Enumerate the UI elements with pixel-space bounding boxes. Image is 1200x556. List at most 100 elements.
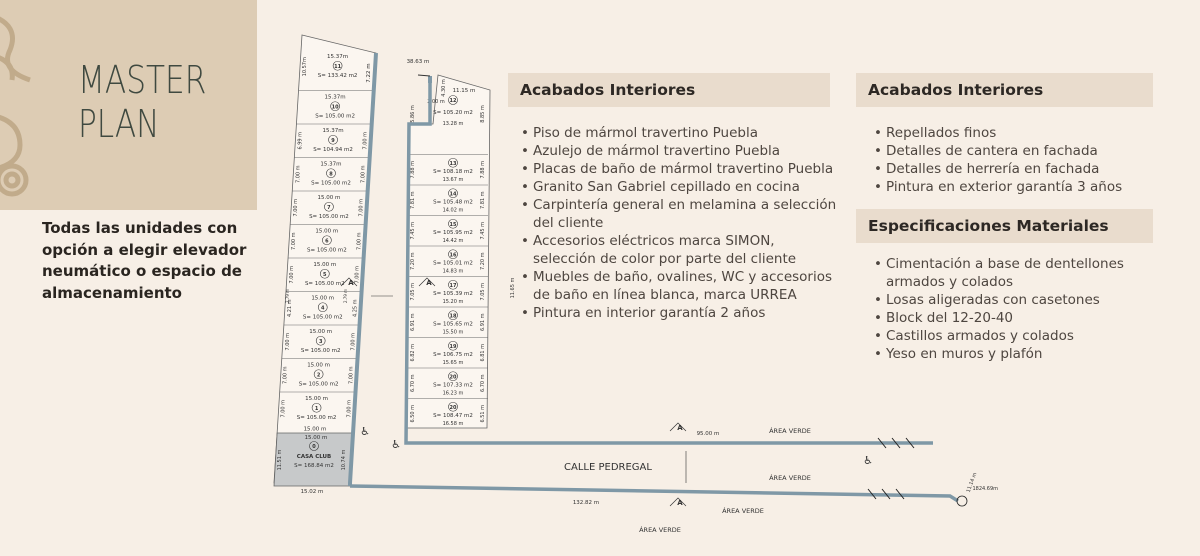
lot-bottom-dim: 15.20 m <box>443 299 464 305</box>
lot-area: S= 105.00 m2 <box>297 415 337 421</box>
lot-area: S= 105.00 m2 <box>303 314 343 320</box>
lot-number: 3 <box>319 339 323 345</box>
lot-side-left: 7.00 m <box>283 366 289 384</box>
section-marker-label: A <box>426 279 432 287</box>
lot-number: 20 <box>450 405 457 411</box>
road-hatch <box>891 437 901 449</box>
lot-side-left: 6.91 m <box>410 313 416 331</box>
lot-side-right: 7.00 m <box>361 165 367 183</box>
lot-area: S= 105.48 m2 <box>433 199 473 205</box>
lot-side-left: 7.81 m <box>410 191 416 209</box>
lot-side-left: 7.00 m <box>289 266 295 284</box>
lot-number: 9 <box>331 138 335 144</box>
casa-club-area: S= 168.84 m2 <box>294 463 334 469</box>
lot-area: S= 105.00 m2 <box>305 281 345 287</box>
lot-side-left: 6.99 m <box>297 132 303 150</box>
lot-side-right: 6.51 m <box>480 405 486 423</box>
road-bottom-length: 132.82 m <box>573 500 599 506</box>
lot-number: 6 <box>325 238 329 244</box>
lot-area: S= 105.01 m2 <box>433 260 473 266</box>
lot-bottom-dim: 14.42 m <box>443 238 464 244</box>
materiales-item: Cimentación a base de dentellones armado… <box>874 255 1144 291</box>
materiales-heading: Especificaciones Materiales <box>856 209 1153 243</box>
interiores-item: Accesorios eléctricos marca SIMON, selec… <box>521 232 839 268</box>
lot-area: S= 133.42 m2 <box>318 73 358 79</box>
lot-top-dim: 15.00 m <box>307 362 330 368</box>
casa-club-top-dim: 15.00 m <box>305 435 328 441</box>
lot-bottom-dim: 15.00 m <box>304 427 327 433</box>
lot-number: 11 <box>334 64 341 70</box>
lot-side-right: 7.81 m <box>480 191 486 209</box>
right-block-outline <box>405 74 491 429</box>
area-verde-label: ÁREA VERDE <box>639 525 681 534</box>
lot-side-left: 7.00 m <box>281 400 287 418</box>
lot-number-circle <box>448 95 458 105</box>
lot-number-circle <box>448 249 458 260</box>
lot-side-right: 7.00 m <box>363 132 369 150</box>
lot-area: S= 107.33 m2 <box>433 382 473 388</box>
lot-side-right: 7.00 m <box>357 232 363 250</box>
interiores-item: Granito San Gabriel cepillado en cocina <box>521 178 839 196</box>
lot-number-circle <box>448 310 458 321</box>
section-marker-label: A <box>677 424 683 432</box>
page-title-line1: MASTER <box>78 58 207 102</box>
lot-area: S= 105.00 m2 <box>315 113 355 119</box>
exteriores-heading: Acabados Interiores <box>856 73 1153 107</box>
road-left <box>348 52 378 486</box>
lot-number: 4 <box>321 305 325 311</box>
lot-side-left: 6.82 m <box>410 344 416 362</box>
lot-number-circle <box>311 402 322 413</box>
lot-bottom-dim: 14.83 m <box>443 268 464 274</box>
lot-number-circle <box>448 371 458 382</box>
lot-side-right: 7.88 m <box>480 161 486 179</box>
lot-side-left: 7.00 m <box>293 199 299 217</box>
lot-number: 13 <box>450 161 457 167</box>
lot-side-left: 7.00 m <box>291 232 297 250</box>
lot-number-circle <box>320 268 330 279</box>
lot-side-left: 10.57m <box>302 57 308 76</box>
lot-number-circle <box>324 201 334 212</box>
lot-top-dim: 15.37m <box>320 161 341 167</box>
lot-number-circle <box>330 101 340 112</box>
lot-top-dim: 15.00 m <box>311 295 334 301</box>
lot-side-right: 7.00 m <box>351 333 357 351</box>
interiores-item: Pintura en interior garantía 2 años <box>521 304 839 322</box>
casa-club-bottom-dim: 15.02 m <box>301 489 324 495</box>
section-marker-label: A <box>677 499 683 507</box>
lot-side-left: 5.86 m <box>410 105 416 123</box>
end-diagonal-dim: 1824.69m <box>972 486 998 492</box>
master-plan-header-panel: MASTER PLAN <box>0 0 257 210</box>
casa-club-side-left: 11.51 m <box>277 449 283 470</box>
interiores-item: Azulejo de mármol travertino Puebla <box>521 142 839 160</box>
materiales-item: Castillos armados y colados <box>874 327 1144 345</box>
casa-club-label: CASA CLUB <box>297 454 331 460</box>
lot-side-right: 7.00 m <box>355 266 361 284</box>
lot-top-dim: 11.15 m <box>453 88 476 94</box>
interiores-item: Muebles de baño, ovalines, WC y accesori… <box>521 268 839 304</box>
lot-bottom-dim: 16.23 m <box>443 390 464 396</box>
section-marker-icon <box>340 277 358 287</box>
lot-number-circle <box>448 218 458 229</box>
road-bottom <box>349 484 959 503</box>
road-hatch <box>895 488 905 500</box>
interiores-item: Carpintería general en melamina a selecc… <box>521 196 839 232</box>
casa-club-side-right: 10.74 m <box>341 449 347 470</box>
lot-top-dim: 15.37m <box>325 94 346 100</box>
lot-number: 2 <box>317 372 321 378</box>
lot-area: S= 105.00 m2 <box>311 180 351 186</box>
lot-side-right: 7.05 m <box>480 283 486 301</box>
lot-number: 8 <box>329 171 333 177</box>
top-right-vertical-dim: 7.22 m <box>366 63 372 82</box>
section-marker-icon <box>669 497 687 507</box>
lot-area: S= 105.00 m2 <box>307 247 347 253</box>
lot-number-circle <box>315 335 326 346</box>
lot-area: S= 105.20 m2 <box>433 110 473 116</box>
lot-bottom-dim: 14.02 m <box>443 207 464 213</box>
area-verde-label: ÁREA VERDE <box>722 506 764 515</box>
lot-number-circle <box>448 340 458 351</box>
lot-number-circle <box>317 302 328 313</box>
lot-side-left: 7.88 m <box>410 161 416 179</box>
lot-area: S= 105.65 m2 <box>433 321 473 327</box>
